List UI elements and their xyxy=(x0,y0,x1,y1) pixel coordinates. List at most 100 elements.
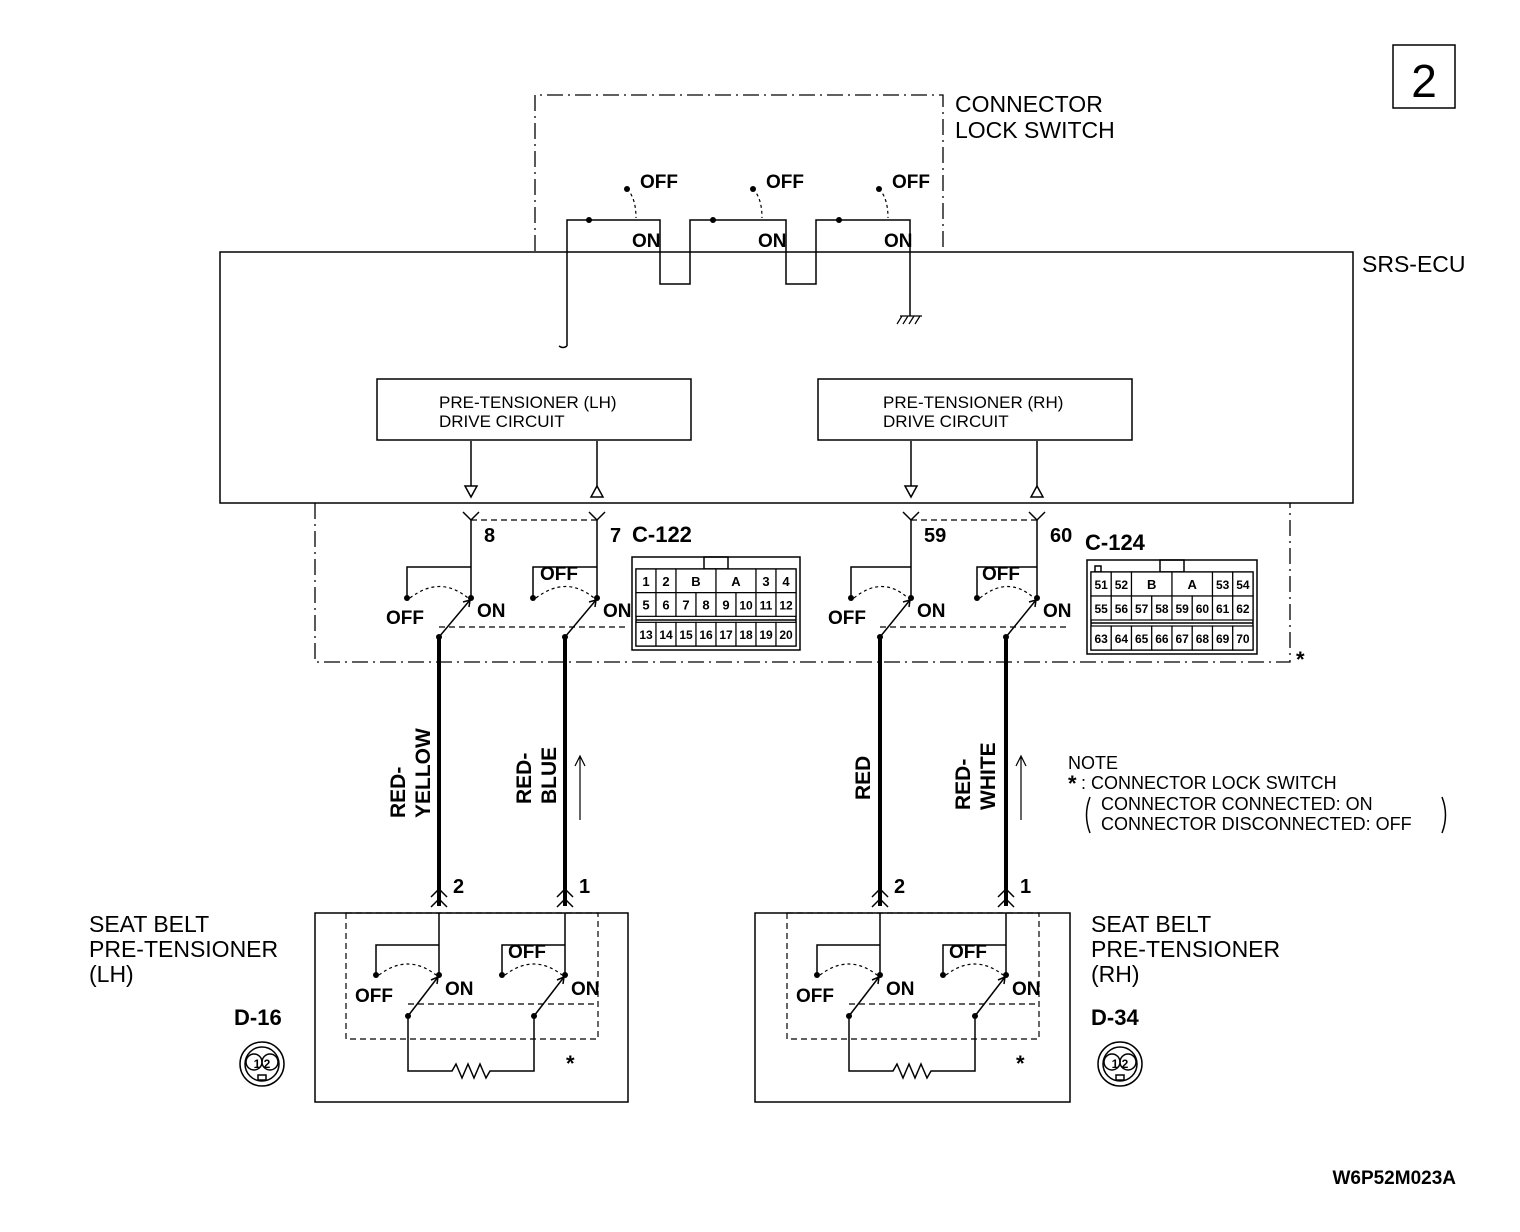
c122-cells-r2-7-label: 12 xyxy=(779,599,793,613)
c124-cells-r2-7-label: 62 xyxy=(1236,602,1250,616)
rh-pretensioner-title-3: (RH) xyxy=(1091,961,1140,987)
srs-ecu-label: SRS-ECU xyxy=(1362,251,1466,277)
d16-pins: 1 2 xyxy=(254,1057,271,1071)
lh-drive-circuit-line2: DRIVE CIRCUIT xyxy=(439,412,565,431)
lh-ecu-switch-b-on: ON xyxy=(603,601,632,622)
wire-rh-b-color-1: RED- xyxy=(952,759,975,810)
ecu-connector-area xyxy=(314,503,1291,663)
c122-cells-r3-5-label: 18 xyxy=(739,628,753,642)
lh-drive-circuit-box xyxy=(376,378,692,441)
d16-label: D-16 xyxy=(234,1005,282,1030)
c124-cells-r3-5-label: 68 xyxy=(1196,632,1210,646)
lh-pretensioner-internals xyxy=(373,913,598,1080)
c122-cells-r3-3-label: 16 xyxy=(699,628,713,642)
lh-pretensioner-title-2: PRE-TENSIONER xyxy=(89,936,278,962)
c124-cells-r3-3-label: 66 xyxy=(1155,632,1169,646)
lh-ecu-switch-a-off: OFF xyxy=(386,608,424,629)
wire-rh-a-color: RED xyxy=(852,756,875,800)
note-line3: CONNECTOR DISCONNECTED: OFF xyxy=(1101,814,1412,834)
lock-switch-2-off: OFF xyxy=(766,172,804,193)
note-line2: CONNECTOR CONNECTED: ON xyxy=(1101,794,1373,814)
rh-ecu-switch-a-on: ON xyxy=(917,601,946,622)
lh-ecu-switch-a-on: ON xyxy=(477,601,506,622)
c122-cells-r3-1-label: 14 xyxy=(659,628,673,642)
rh-pretensioner-switch-area xyxy=(786,912,1040,1040)
lock-switch-3-off: OFF xyxy=(892,172,930,193)
c124-cells-r2-4-label: 59 xyxy=(1175,602,1189,616)
note-asterisk: * xyxy=(1068,771,1077,796)
pretensioner-pins xyxy=(430,887,1015,908)
c122-label: C-122 xyxy=(632,522,692,547)
lh-pt-switch-a-off: OFF xyxy=(355,986,393,1007)
d34-pins: 1 2 xyxy=(1112,1057,1129,1071)
c122-cells-r2-4-label: 9 xyxy=(722,598,729,613)
rh-pretensioner-internals xyxy=(814,913,1039,1080)
d16-connector-icon xyxy=(239,1041,285,1087)
wire-lh-a-color-2: YELLOW xyxy=(412,728,435,818)
ecu-asterisk: * xyxy=(1296,647,1305,672)
c124-cells-r3-1-label: 64 xyxy=(1115,632,1129,646)
c124-cells-r3-7-label: 70 xyxy=(1236,632,1250,646)
lh-pretensioner-title-1: SEAT BELT xyxy=(89,911,209,937)
c124-cells-r3-6-label: 69 xyxy=(1216,632,1230,646)
c122-cells-r2-7-cell xyxy=(775,592,797,617)
c122-cells-r1-4-label: 3 xyxy=(762,574,769,589)
c124-cells-r1-2-cell xyxy=(1130,571,1173,597)
lock-switch-3-on: ON xyxy=(884,231,913,252)
wire-rh-b-color-2: WHITE xyxy=(977,742,1000,810)
lh-pretensioner-switch-area xyxy=(345,912,599,1040)
c122-cells-r2-5-label: 10 xyxy=(739,599,753,613)
c122-cells-r1-2-label: B xyxy=(691,574,700,589)
c124-cells-r2-2-label: 57 xyxy=(1135,602,1149,616)
rh-drive-circuit-line1: PRE-TENSIONER (RH) xyxy=(883,393,1063,412)
c122-cells-r3-0-label: 13 xyxy=(639,628,653,642)
lock-switch-1-on: ON xyxy=(632,231,661,252)
note-title: NOTE xyxy=(1068,753,1118,773)
c122-pin-7: 7 xyxy=(610,525,621,547)
c122-cells-r1-1-label: 2 xyxy=(662,574,669,589)
rh-pretensioner-title-1: SEAT BELT xyxy=(1091,911,1211,937)
c124-pin-59: 59 xyxy=(924,525,946,547)
c124-pin-60: 60 xyxy=(1050,525,1072,547)
lh-ecu-switches xyxy=(404,511,629,640)
rh-drive-circuit-box xyxy=(817,378,1133,441)
lh-pin-1: 1 xyxy=(579,876,590,898)
lh-drive-circuit-line1: PRE-TENSIONER (LH) xyxy=(439,393,617,412)
drive-circuit-outputs xyxy=(463,441,1045,499)
lh-pt-switch-a-on: ON xyxy=(445,979,474,1000)
rh-pt-switch-a-off: OFF xyxy=(796,986,834,1007)
wire-lh-b-color-1: RED- xyxy=(513,753,536,804)
connector-lock-switch-title-2: LOCK SWITCH xyxy=(955,117,1115,143)
lh-pt-switch-b-off: OFF xyxy=(508,942,546,963)
page-number: 2 xyxy=(1411,55,1437,107)
srs-ecu-box xyxy=(219,251,1354,504)
page-number-box xyxy=(1392,44,1456,109)
connector-lock-switch-title-1: CONNECTOR xyxy=(955,91,1103,117)
lock-switch-chain xyxy=(558,186,922,349)
c122-cells-r2-0-label: 5 xyxy=(642,598,649,613)
rh-pt-switch-b-on: ON xyxy=(1012,979,1041,1000)
wire-lh-a-color-1: RED- xyxy=(387,767,410,818)
rh-pin-2: 2 xyxy=(894,876,905,898)
drawing-code: W6P52M023A xyxy=(1332,1168,1456,1189)
c122-cells-r1-5-label: 4 xyxy=(782,574,790,589)
c122-cells-r2-1-label: 6 xyxy=(662,598,669,613)
c124-cells-r1-4-label: 53 xyxy=(1216,578,1230,592)
c124-cells-r2-1-label: 56 xyxy=(1115,602,1129,616)
lock-switch-2-on: ON xyxy=(758,231,787,252)
rh-pt-switch-b-off: OFF xyxy=(949,942,987,963)
c124-label: C-124 xyxy=(1085,530,1146,555)
c122-cells-r1-0-label: 1 xyxy=(642,574,649,589)
rh-ecu-switch-b-on: ON xyxy=(1043,601,1072,622)
lh-pt-switch-b-on: ON xyxy=(571,979,600,1000)
c124-cells-r3-7-cell xyxy=(1232,625,1254,651)
lh-ecu-switch-b-off: OFF xyxy=(540,564,578,585)
c122-cells-r3-4-label: 17 xyxy=(719,628,733,642)
current-arrows xyxy=(574,754,1027,820)
c124-cells-r1-1-label: 52 xyxy=(1115,578,1129,592)
c122-cells-r3-7-label: 20 xyxy=(779,628,793,642)
c124-cells-r1-5-label: 54 xyxy=(1236,578,1250,592)
c122-cells-r2-2-label: 7 xyxy=(682,598,689,613)
